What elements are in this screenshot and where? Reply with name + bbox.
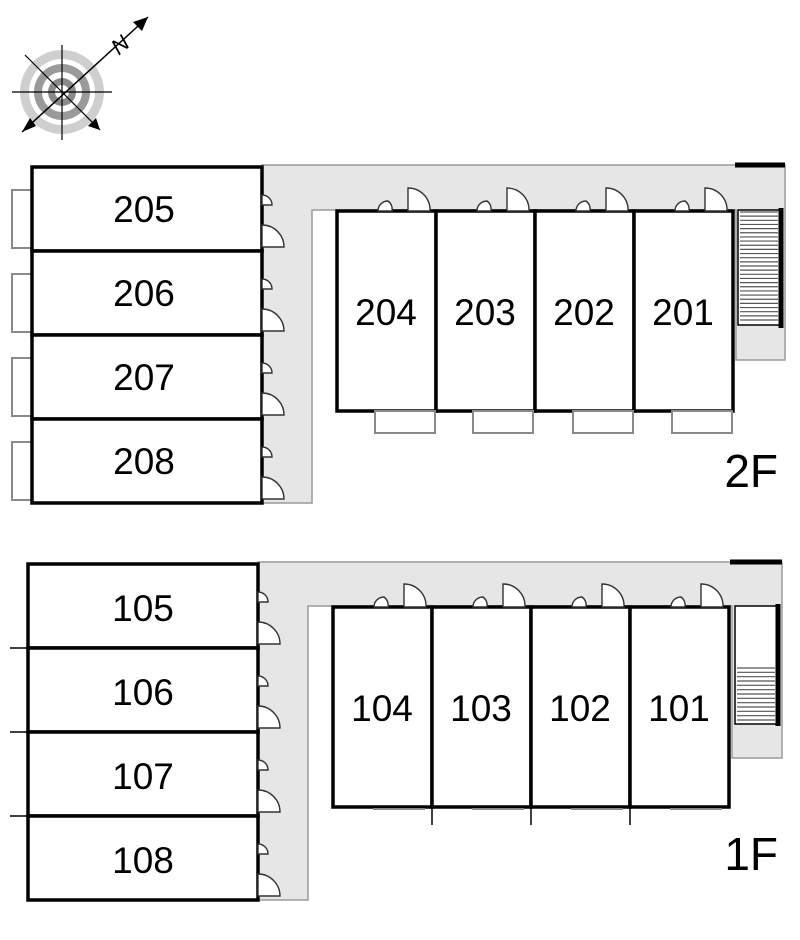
room-106[interactable]: 106 bbox=[26, 646, 260, 734]
room-205[interactable]: 205 bbox=[30, 165, 264, 253]
room-number: 108 bbox=[112, 840, 174, 881]
corridor-2f bbox=[261, 164, 786, 504]
room-103[interactable]: 103 bbox=[430, 605, 533, 809]
floor-1f: 105 106 107 108 104 bbox=[10, 559, 783, 902]
room-number: 205 bbox=[113, 189, 175, 230]
room-204[interactable]: 204 bbox=[335, 209, 438, 413]
door-icons-east-1f bbox=[373, 583, 724, 608]
room-201[interactable]: 201 bbox=[632, 209, 735, 413]
room-number: 103 bbox=[450, 688, 512, 729]
floor-label-1f: 1F bbox=[724, 828, 778, 880]
room-105[interactable]: 105 bbox=[26, 562, 260, 650]
room-number: 106 bbox=[112, 672, 174, 713]
room-206[interactable]: 206 bbox=[30, 249, 264, 337]
room-number: 208 bbox=[113, 441, 175, 482]
floor-2f: 205 206 207 208 204 bbox=[11, 162, 786, 505]
staircase-1f bbox=[730, 559, 782, 726]
room-202[interactable]: 202 bbox=[533, 209, 636, 413]
staircase-2f bbox=[735, 162, 785, 328]
room-number: 207 bbox=[113, 357, 175, 398]
south-partitions-1f bbox=[373, 807, 722, 825]
room-number: 101 bbox=[648, 688, 710, 729]
room-number: 206 bbox=[113, 273, 175, 314]
room-104[interactable]: 104 bbox=[331, 605, 434, 809]
corridor-1f bbox=[257, 561, 783, 901]
room-number: 107 bbox=[112, 756, 174, 797]
compass-rose-icon: N bbox=[12, 16, 149, 140]
door-icons-east-2f bbox=[377, 187, 728, 212]
west-balconies-2f bbox=[11, 189, 33, 501]
room-101[interactable]: 101 bbox=[628, 605, 731, 809]
room-203[interactable]: 203 bbox=[434, 209, 537, 413]
room-102[interactable]: 102 bbox=[529, 605, 632, 809]
door-icons-west-2f bbox=[261, 194, 285, 500]
room-number: 102 bbox=[549, 688, 611, 729]
room-107[interactable]: 107 bbox=[26, 730, 260, 818]
door-icons-west-1f bbox=[257, 591, 281, 897]
room-number: 202 bbox=[553, 292, 615, 333]
room-208[interactable]: 208 bbox=[30, 417, 264, 505]
room-number: 105 bbox=[112, 588, 174, 629]
east-balconies-2f bbox=[374, 410, 733, 434]
compass-north-label: N bbox=[106, 30, 134, 59]
room-number: 201 bbox=[652, 292, 714, 333]
room-207[interactable]: 207 bbox=[30, 333, 264, 421]
room-number: 203 bbox=[454, 292, 516, 333]
floor-label-2f: 2F bbox=[724, 445, 778, 497]
room-number: 104 bbox=[351, 688, 413, 729]
room-108[interactable]: 108 bbox=[26, 814, 260, 902]
room-number: 204 bbox=[355, 292, 417, 333]
